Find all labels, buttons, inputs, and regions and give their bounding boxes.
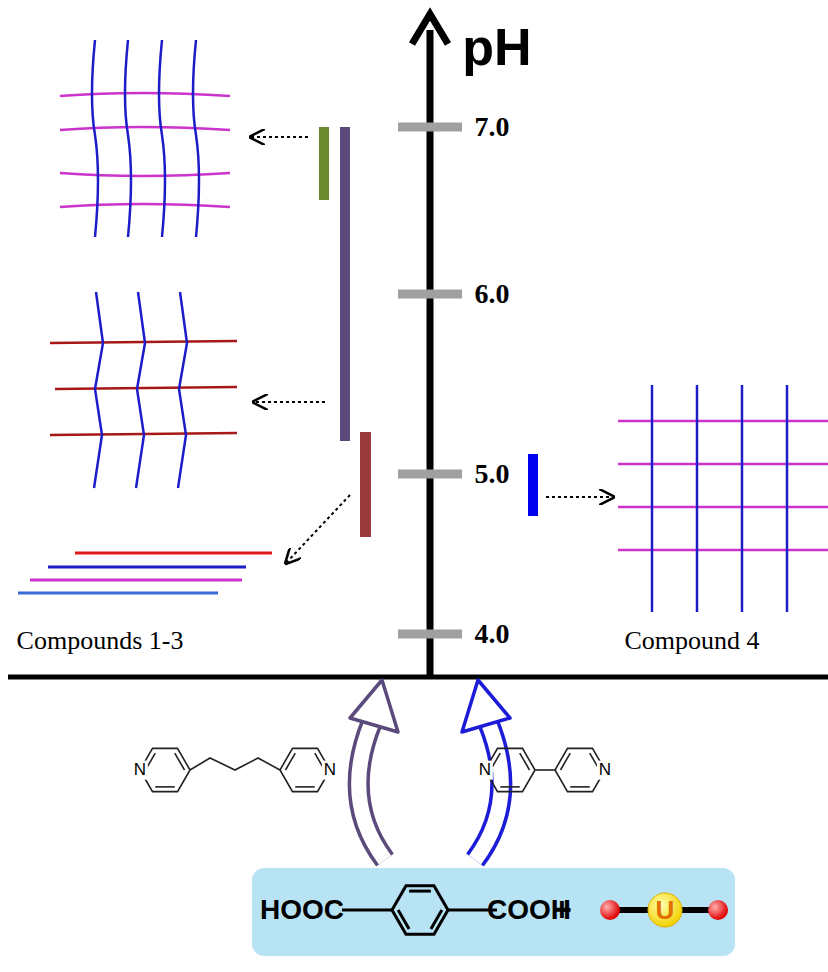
network-grid [618,385,828,612]
bond [190,758,280,770]
nitrogen-atom: N [322,761,338,780]
nitrogen-atom: N [132,761,148,780]
curved-arrow [350,680,398,860]
tick-label: 7.0 [475,112,510,143]
nitrogen-atom: N [597,761,613,780]
reactant-structures [342,886,728,934]
double-bond [155,786,175,788]
compound-caption: Compounds 1-3 [17,627,184,656]
tick-label: 4.0 [475,619,510,650]
bond [342,909,392,912]
tick-label: 6.0 [475,279,510,310]
range-bar [360,432,371,537]
range-bar [319,127,329,200]
range-bar [528,454,538,516]
double-bond [295,786,315,788]
network-grid [50,292,237,488]
double-bond [561,753,571,770]
axis-title: pH [462,19,531,76]
tick-label: 5.0 [475,459,510,490]
double-bond [520,753,530,770]
network-grid [60,40,230,237]
plus-sign: + [552,891,572,928]
baseline [8,675,828,680]
double-bond [431,910,442,929]
acid-group: HOOC [260,895,344,926]
molecule-structures [140,748,605,791]
range-bar [340,127,350,441]
double-bond [500,786,520,788]
oxygen-atom [600,900,620,920]
double-bond [409,890,431,893]
double-bond [398,910,409,929]
double-bond [570,786,590,788]
uranyl-center: U [647,892,683,928]
nitrogen-atom: N [477,761,493,780]
axis-arrowhead [412,14,448,44]
bond [535,769,555,771]
reactant-box: HOOCCOOH+U [252,868,735,956]
ring-bond [392,886,448,934]
double-bond [286,753,296,770]
pointer-arrows [252,137,612,562]
oxygen-atom [708,900,728,920]
axis-ticks [398,127,462,634]
compound-caption: Compound 4 [624,627,759,656]
double-bond [175,753,185,770]
curved-arrow [462,680,510,860]
reactant-panel [252,868,735,956]
layer-stack [18,553,272,593]
uranium-symbol: U [656,896,675,925]
